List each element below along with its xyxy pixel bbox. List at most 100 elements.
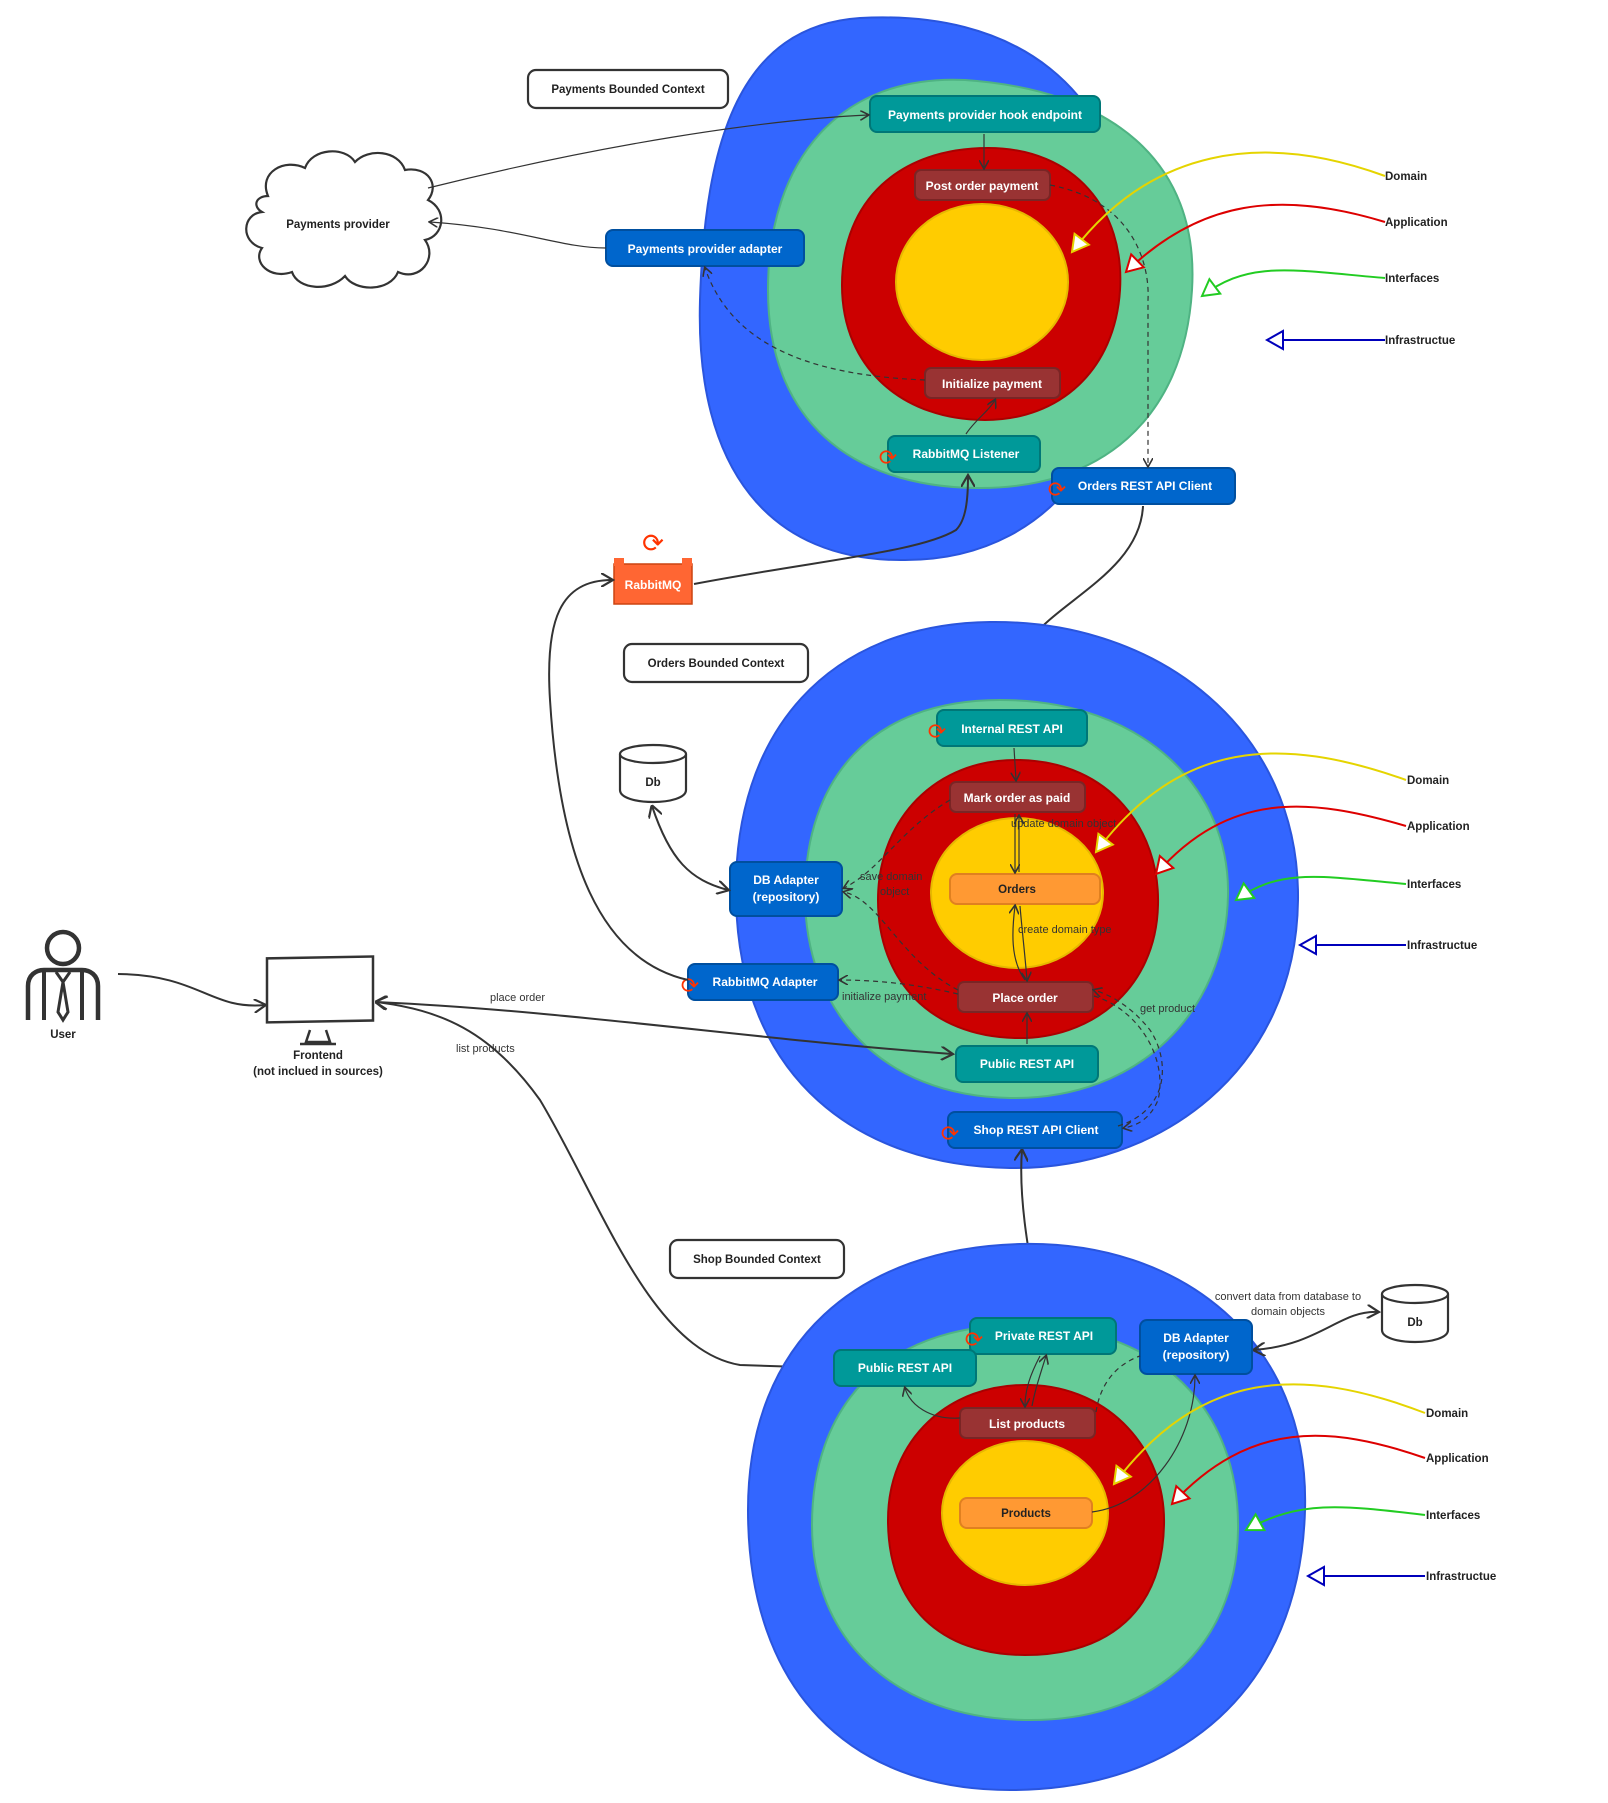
- pointer-application: [1124, 203, 1386, 274]
- rabbitmq-adapter[interactable]: RabbitMQ Adapter ⟳: [681, 963, 839, 1001]
- pointer-application: [1154, 805, 1407, 876]
- post-order-payment-label: Post order payment: [926, 179, 1039, 193]
- post-order-payment[interactable]: Post order payment: [914, 169, 1051, 201]
- payments-provider-cloud[interactable]: Payments provider: [245, 150, 443, 289]
- place-order-label: Place order: [992, 991, 1058, 1005]
- mark-paid-label: Mark order as paid: [964, 791, 1071, 805]
- pointer-interfaces: [1234, 875, 1407, 902]
- shop-public-api-label: Public REST API: [858, 1361, 952, 1375]
- edge-rabbitmq-adapter-to-rabbitmq: [548, 580, 689, 981]
- payments-provider-label: Payments provider: [286, 219, 390, 231]
- user-label: User: [50, 1029, 76, 1041]
- payments-hook-endpoint[interactable]: Payments provider hook endpoint: [869, 95, 1101, 133]
- hook-endpoint-label: Payments provider hook endpoint: [888, 108, 1082, 122]
- pointer-domain: [1112, 1383, 1426, 1486]
- internal-api-label: Internal REST API: [961, 722, 1063, 736]
- edge-listener-to-initialize: [965, 400, 995, 435]
- edge-provider-to-hook: [427, 115, 868, 189]
- legend-application: Application: [1407, 821, 1470, 833]
- shop-db-cylinder: Db: [1380, 1283, 1450, 1344]
- mark-order-as-paid[interactable]: Mark order as paid: [949, 781, 1086, 813]
- pointer-interfaces: [1244, 1506, 1426, 1532]
- initialize-payment[interactable]: Initialize payment: [924, 367, 1061, 399]
- sync-icon: ⟳: [941, 1121, 959, 1146]
- db-label: Db: [645, 777, 660, 789]
- edge-mark-to-db-adapter: [844, 799, 951, 888]
- edge-initialize-to-adapter: [705, 268, 926, 381]
- convert-label-1: convert data from database to: [1215, 1291, 1361, 1303]
- edge-shop-db-adapter-db: [1254, 1312, 1378, 1350]
- orders-public-rest-api[interactable]: Public REST API: [955, 1045, 1099, 1083]
- legend-infrastructure: Infrastructue: [1385, 335, 1455, 347]
- edge-orders-to-place: [1019, 905, 1027, 980]
- edge-internal-to-mark: [1014, 747, 1016, 780]
- edge-products-to-db-adapter: [1091, 1376, 1195, 1513]
- shop-rest-api-client[interactable]: Shop REST API Client ⟳: [941, 1111, 1123, 1149]
- payments-title: Payments Bounded Context: [551, 84, 705, 96]
- provider-adapter-label: Payments provider adapter: [628, 242, 783, 256]
- update-domain-object-label: update domain object: [1011, 818, 1116, 830]
- orders-context: Orders Bounded Context Internal REST API…: [622, 620, 1477, 1170]
- sync-icon: ⟳: [642, 528, 664, 558]
- edge-place-to-shop-client: [1093, 995, 1161, 1128]
- list-products[interactable]: List products: [959, 1407, 1096, 1439]
- edge-db-adapter-db: [652, 806, 728, 890]
- legend-application: Application: [1426, 1453, 1489, 1465]
- list-products-edge-label: list products: [456, 1043, 515, 1055]
- shop-context: Shop Bounded Context Private REST API ⟳ …: [668, 1238, 1496, 1792]
- orders-db-cylinder: Db: [618, 743, 688, 804]
- private-api-label: Private REST API: [995, 1329, 1093, 1343]
- frontend-monitor[interactable]: Frontend (not inclued in sources): [253, 955, 383, 1078]
- shop-db-adapter-label-1: DB Adapter: [1163, 1331, 1229, 1345]
- create-domain-type-label: create domain type: [1018, 924, 1112, 936]
- legend-interfaces: Interfaces: [1385, 273, 1439, 285]
- legend-domain: Domain: [1407, 775, 1449, 787]
- list-products-label: List products: [989, 1417, 1065, 1431]
- legend-infrastructure: Infrastructue: [1407, 940, 1477, 952]
- edge-frontend-place-order: [376, 1002, 952, 1054]
- payments-provider-adapter[interactable]: Payments provider adapter: [605, 229, 805, 267]
- shop-client-label: Shop REST API Client: [974, 1123, 1099, 1137]
- orders-db-adapter[interactable]: DB Adapter (repository): [729, 861, 843, 917]
- payments-title-box: Payments Bounded Context: [526, 68, 730, 110]
- place-order-edge-label: place order: [490, 992, 545, 1004]
- place-order[interactable]: Place order: [957, 981, 1094, 1013]
- rabbitmq-label: RabbitMQ: [625, 578, 682, 592]
- legend-interfaces: Interfaces: [1407, 879, 1461, 891]
- edge-list-to-db-adapter: [1095, 1355, 1141, 1413]
- frontend-label-2: (not inclued in sources): [253, 1066, 383, 1078]
- edge-post-to-orders-client: [1049, 184, 1148, 466]
- rabbitmq-listener[interactable]: RabbitMQ Listener ⟳: [879, 435, 1041, 473]
- sync-icon: ⟳: [965, 1327, 983, 1352]
- save-domain-label-2: object: [880, 886, 909, 898]
- pointer-domain: [1070, 151, 1386, 254]
- legend-interfaces: Interfaces: [1426, 1510, 1480, 1522]
- rabbitmq-node[interactable]: RabbitMQ ⟳: [613, 528, 693, 605]
- pointer-application: [1170, 1434, 1426, 1506]
- orders-rest-api-client[interactable]: Orders REST API Client ⟳: [1048, 467, 1236, 505]
- shop-title-box: Shop Bounded Context: [668, 1238, 846, 1280]
- edge-shop-client-to-place: [1094, 990, 1163, 1127]
- edge-rabbitmq-to-listener: [693, 476, 968, 585]
- products-domain-object[interactable]: Products: [959, 1497, 1093, 1529]
- payments-domain-core: [895, 203, 1069, 361]
- internal-rest-api[interactable]: Internal REST API ⟳: [928, 709, 1088, 747]
- shop-title: Shop Bounded Context: [693, 1254, 821, 1266]
- orders-public-api-label: Public REST API: [980, 1057, 1074, 1071]
- legend-infrastructure: Infrastructue: [1426, 1571, 1496, 1583]
- orders-domain-object[interactable]: Orders: [949, 873, 1101, 905]
- shop-db-adapter[interactable]: DB Adapter (repository): [1139, 1319, 1253, 1375]
- legend-application: Application: [1385, 217, 1448, 229]
- edge-list-to-public: [905, 1388, 961, 1419]
- sync-icon: ⟳: [879, 445, 897, 470]
- edge-user-to-frontend: [117, 973, 265, 1005]
- shop-private-rest-api[interactable]: Private REST API ⟳: [965, 1317, 1117, 1355]
- legend-domain: Domain: [1426, 1408, 1468, 1420]
- legend-domain: Domain: [1385, 171, 1427, 183]
- frontend-label-1: Frontend: [293, 1050, 343, 1062]
- user-actor: User: [25, 929, 101, 1041]
- pointer-domain: [1094, 752, 1407, 854]
- products-label: Products: [1001, 1508, 1051, 1520]
- shop-public-rest-api[interactable]: Public REST API: [833, 1349, 977, 1387]
